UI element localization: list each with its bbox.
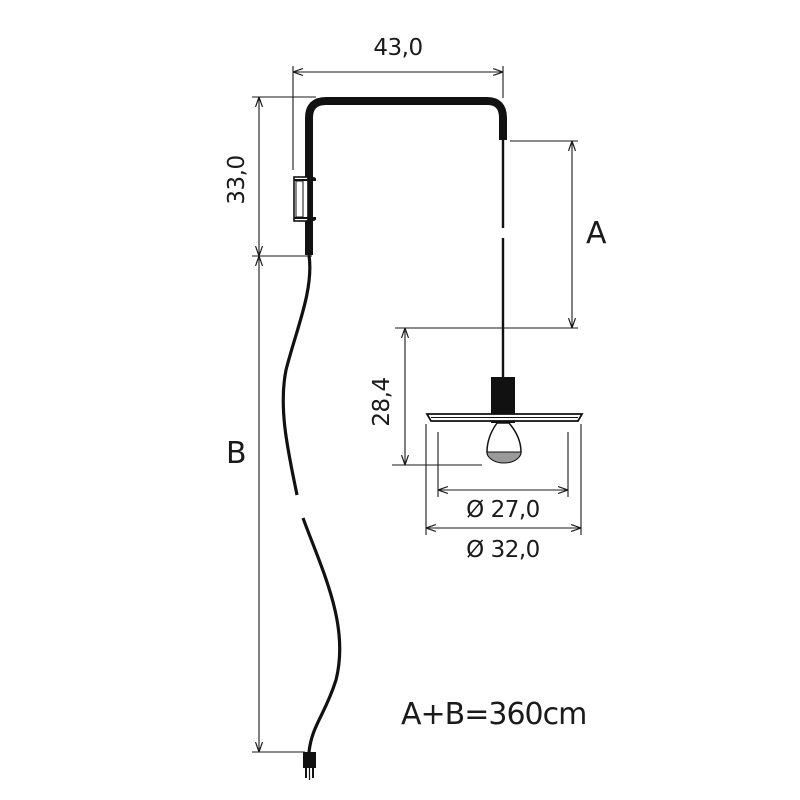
dimension-width-label: 43,0 (373, 35, 422, 61)
dimension-shade-height: 28,4 (369, 328, 482, 466)
dimension-height-label: 33,0 (224, 155, 250, 204)
dimension-width-top: 43,0 (292, 35, 504, 170)
lamp-head (425, 377, 584, 464)
total-length-note: A+B=360cm (401, 697, 586, 732)
dimension-outer-diameter: Ø 32,0 (425, 424, 582, 563)
dimension-inner-diameter-label: Ø 27,0 (466, 497, 540, 523)
lamp-arm (305, 97, 507, 255)
dimension-a-label: A (586, 216, 607, 251)
dimension-b: B (226, 256, 305, 753)
dimension-inner-diameter: Ø 27,0 (437, 432, 569, 523)
dimension-shade-height-label: 28,4 (369, 377, 395, 426)
dimension-b-label: B (226, 436, 246, 471)
dimension-a: A (395, 140, 608, 329)
wall-mount-bracket (293, 176, 316, 222)
dimension-height-left: 33,0 (224, 96, 316, 257)
power-cord (281, 254, 342, 753)
power-plug (303, 752, 316, 780)
dimension-outer-diameter-label: Ø 32,0 (466, 537, 540, 563)
